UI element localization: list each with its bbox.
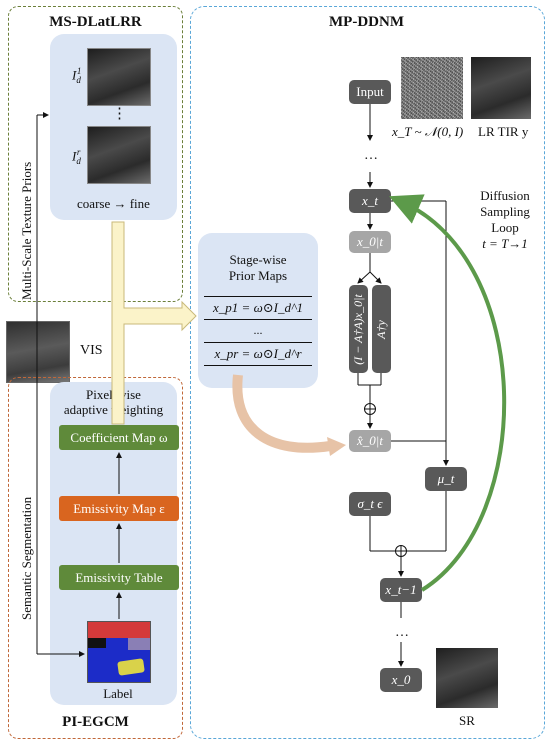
dots-top: … [364,148,378,163]
emissivity-table-box: Emissivity Table [59,565,179,590]
noise-caption: x_T ~ 𝒩(0, I) [392,124,464,139]
pi-egcm-heading-2: adaptive weighting [63,402,164,417]
texture-prior-1-image [87,48,151,106]
noise-image [401,57,463,119]
input-node: Input [349,80,391,104]
label-caption: Label [103,686,133,701]
vis-image [6,321,70,383]
ms-dlatlrr-panel [8,6,183,302]
coefficient-map-box: Coefficient Map ω [59,425,179,450]
loop-label-2: Sampling [480,204,530,219]
ms-dlatlrr-title: MS-DLatLRR [49,14,142,30]
coarse-to-fine-caption: coarse → fine [77,196,150,211]
emissivity-map-box: Emissivity Map ε [59,496,179,521]
segmentation-label-image [87,621,151,683]
loop-label-1: Diffusion [480,188,530,203]
prior-maps-box [198,233,318,388]
x0-node: x_0 [380,668,422,692]
dots-mid: … [395,625,409,640]
x0t-node: x_0|t [349,231,391,253]
projection-left-node: (I − A†A)x_0|t [349,285,368,373]
pi-egcm-side-label: Semantic Segmentation [19,496,34,620]
projection-left-label: (I − A†A)x_0|t [351,293,365,365]
mu-node: μ_t [425,467,467,491]
texture-prior-1-label: Id1 [72,66,82,85]
lr-tir-caption: LR TIR y [478,124,529,139]
texture-prior-r-label: Idr [72,147,81,166]
x0t-hat-node: x̂_0|t [349,430,391,452]
projection-right-node: A†y [372,285,391,373]
lr-tir-image [471,57,531,119]
sr-caption: SR [459,713,475,728]
prior-maps-row-2: x_pr = ω⊙I_d^r [204,342,312,366]
prior-maps-row-dots: ... [253,323,263,337]
xt-node: x_t [349,189,391,213]
loop-label-4: t = T→1 [482,236,528,251]
prior-maps-title-2: Prior Maps [228,268,288,283]
vis-label: VIS [80,343,103,358]
texture-dots: ⋮ [112,106,127,122]
pi-egcm-title: PI-EGCM [62,714,129,730]
xt1-node: x_t−1 [380,578,422,602]
texture-prior-r-image [87,126,151,184]
pi-egcm-heading-1: Pixel-wise [86,387,141,402]
projection-right-label: A†y [374,319,388,339]
pi-egcm-panel [8,377,183,739]
ms-dlatlrr-side-label: Multi-Scale Texture Priors [19,161,34,300]
prior-maps-title-1: Stage-wise [229,252,287,267]
mp-ddnm-title: MP-DDNM [329,14,404,30]
sigma-node: σ_t ϵ [349,492,391,516]
prior-maps-row-1: x_p1 = ω⊙I_d^1 [204,296,312,320]
loop-label-3: Loop [491,220,519,235]
sr-image [436,648,498,708]
